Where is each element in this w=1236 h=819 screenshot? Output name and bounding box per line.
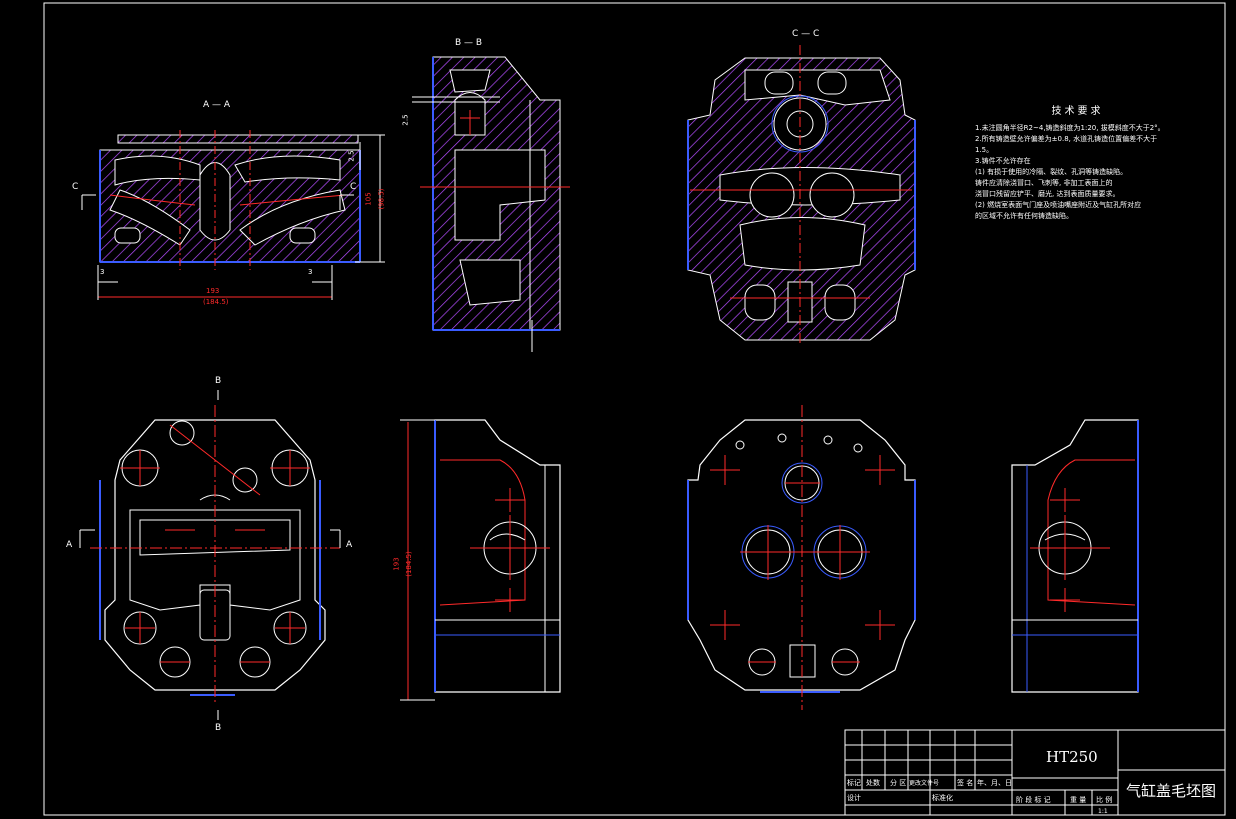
- marker-c-left: C: [72, 182, 79, 192]
- view-label-b-b: B — B: [455, 38, 483, 48]
- tb-scale: 比 例: [1096, 796, 1113, 804]
- technical-requirements: 技术要求 1.未注圆角半径R2~4,铸造斜度为1:20, 拔模斜度不大于2°。 …: [975, 106, 1180, 222]
- drawing-frame: [43, 2, 1226, 816]
- tb-design: 设计: [847, 794, 861, 802]
- dim-width-sub: (184.5): [203, 298, 229, 306]
- tb-mark: 标记: [847, 779, 861, 787]
- dim-3-left: 3: [100, 268, 105, 276]
- tb-zone: 分 区: [890, 779, 907, 787]
- dim-side-main: 193: [392, 557, 401, 571]
- dim-height-sub: (98.5): [377, 188, 386, 210]
- dim-2-5-bb: 2.5: [401, 114, 410, 126]
- view-b-b: [412, 56, 570, 352]
- view-label-c-c: C — C: [792, 29, 820, 39]
- note-line: 铸件应清除浇冒口、飞刺等, 非加工表面上的: [975, 179, 1113, 187]
- note-line: (1) 有损于使用的冷隔、裂纹、孔洞等铸造缺陷。: [975, 168, 1128, 176]
- note-line: 1.未注圆角半径R2~4,铸造斜度为1:20, 拔模斜度不大于2°。: [975, 124, 1165, 132]
- tb-scale-value: 1:1: [1098, 808, 1108, 815]
- title-block: [844, 729, 1226, 816]
- view-side-left: [400, 419, 561, 701]
- view-label-a-a: A — A: [203, 100, 231, 110]
- view-plan-top: [79, 390, 341, 720]
- tb-docno: 更改文件号: [909, 780, 940, 787]
- note-line: 2.所有铸造壁允许偏差为±0.8, 水道孔铸造位置偏差不大于: [975, 135, 1158, 143]
- note-line: 1.5。: [975, 146, 994, 154]
- note-line: (2) 燃烧室表面气门座及喷油嘴座附近及气缸孔所对应: [975, 201, 1142, 209]
- marker-c-right: C: [350, 182, 357, 192]
- drawing-name: 气缸盖毛坯图: [1126, 782, 1217, 800]
- view-side-right: [1011, 419, 1139, 693]
- marker-a-right: A: [346, 540, 353, 550]
- view-c-c: [687, 45, 916, 345]
- dim-width-main: 193: [206, 287, 220, 295]
- tb-count: 处数: [866, 779, 880, 787]
- material-label: HT250: [1046, 748, 1098, 766]
- dim-2-5-aa: 2.5: [347, 150, 356, 162]
- tb-sign: 签 名: [957, 779, 974, 787]
- marker-b-bottom: B: [215, 723, 222, 733]
- marker-b-top: B: [215, 376, 222, 386]
- notes-title: 技术要求: [1051, 106, 1104, 117]
- tb-stage: 阶 段 标 记: [1016, 796, 1051, 804]
- tb-date: 年、月、日: [977, 779, 1012, 787]
- note-line: 浇冒口残留应铲平、磨光, 达到表面质量要求。: [975, 190, 1120, 198]
- dim-side-sub: (184.5): [404, 551, 413, 577]
- view-a-a: [81, 130, 385, 300]
- tb-weight: 重 量: [1070, 796, 1087, 804]
- note-line: 3.铸件不允许存在: [975, 157, 1031, 165]
- note-line: 的区域不允许有任何铸造缺陷。: [975, 212, 1073, 220]
- dim-height-main: 105: [364, 192, 373, 206]
- marker-a-left: A: [66, 540, 73, 550]
- tb-std: 标准化: [932, 794, 953, 802]
- view-plan-bottom: [687, 405, 916, 710]
- dim-3-right: 3: [308, 268, 313, 276]
